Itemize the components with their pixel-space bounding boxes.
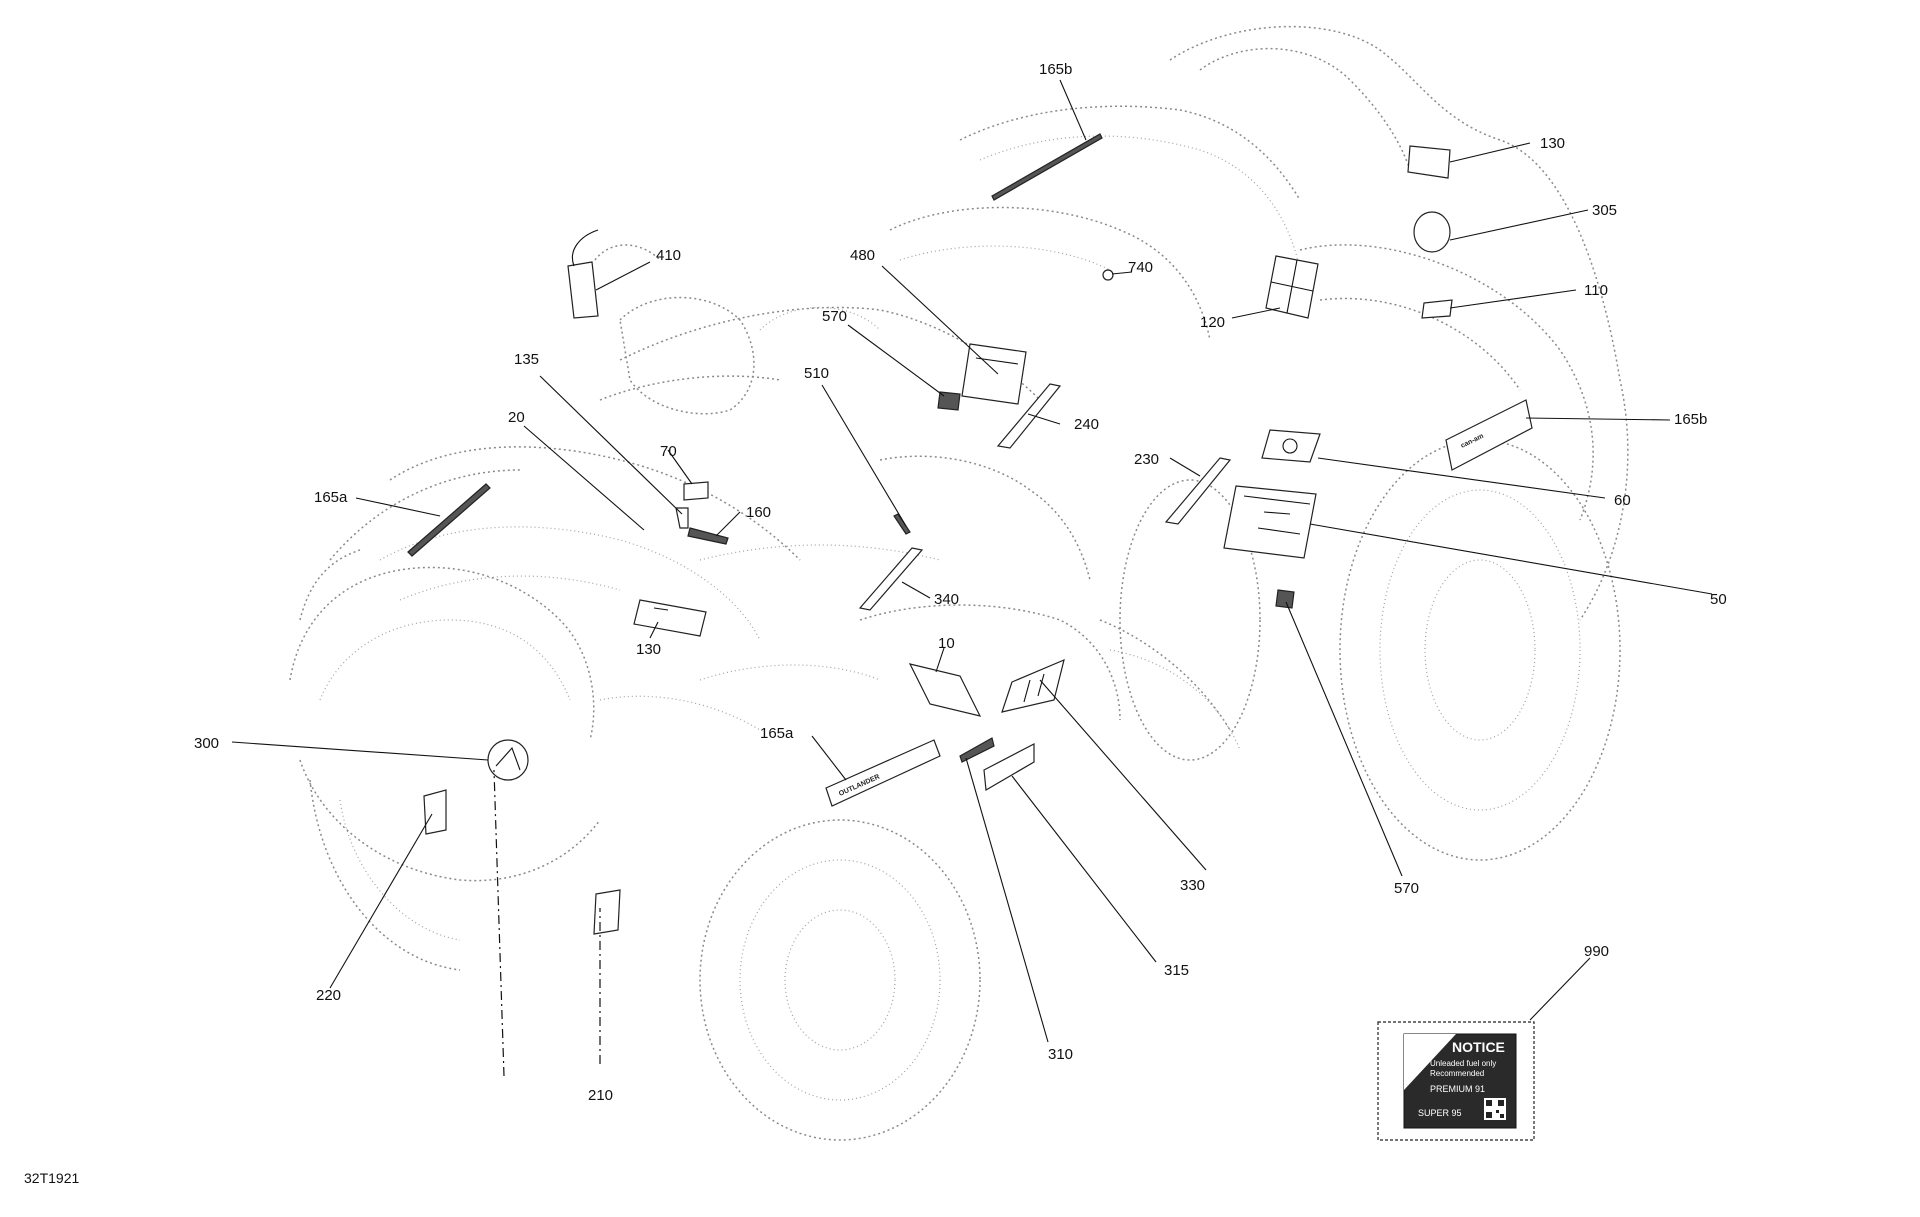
callout-300: 300 (194, 735, 219, 752)
large-label-50 (1223, 485, 1317, 559)
notice-line-2: Recommended (1430, 1069, 1484, 1078)
hang-tag-410 (567, 229, 599, 319)
callout-numbers: 165b 130 305 110 740 120 410 480 570 510… (194, 61, 1727, 1104)
callout-480: 480 (850, 247, 875, 264)
callout-50: 50 (1710, 591, 1727, 608)
leader-lines (231, 79, 1713, 1077)
strip-decal-240 (996, 383, 1062, 449)
figure-id: 32T1921 (24, 1170, 79, 1186)
callout-110: 110 (1584, 282, 1608, 299)
callout-990: 990 (1584, 943, 1609, 960)
callout-130-mid: 130 (636, 641, 661, 658)
notice-line-3: PREMIUM 91 (1430, 1084, 1485, 1094)
label-135 (675, 507, 689, 529)
callout-240: 240 (1074, 416, 1099, 433)
callout-570-right: 570 (1394, 880, 1419, 897)
callout-60: 60 (1614, 492, 1631, 509)
callout-165a-left: 165a (314, 489, 348, 506)
callout-120: 120 (1200, 314, 1225, 331)
notice-heading: NOTICE (1452, 1039, 1505, 1055)
callout-410: 410 (656, 247, 681, 264)
callout-340: 340 (934, 591, 959, 608)
callout-160: 160 (746, 504, 771, 521)
label-110 (1421, 299, 1453, 319)
callout-20: 20 (508, 409, 525, 426)
stripe-decal-165a-left (407, 483, 491, 557)
callout-165a-mid: 165a (760, 725, 794, 742)
notice-line-4: SUPER 95 (1418, 1108, 1462, 1118)
callout-570-left: 570 (822, 308, 847, 325)
notice-line-1: Unleaded fuel only (1430, 1059, 1496, 1068)
qr-code-icon (1484, 1098, 1506, 1120)
stripe-decal-165b-top (991, 133, 1103, 201)
callout-210: 210 (588, 1087, 613, 1104)
label-70 (683, 481, 709, 501)
callout-510: 510 (804, 365, 829, 382)
label-220 (423, 789, 447, 835)
decal-740 (1102, 269, 1114, 281)
grid-label-120 (1265, 255, 1319, 319)
strip-decal-230 (1164, 457, 1232, 525)
callout-315: 315 (1164, 962, 1189, 979)
icon-label-60 (1261, 429, 1321, 463)
strip-decal-510 (893, 513, 911, 535)
oval-decal-305 (1413, 211, 1451, 253)
atv-outline (289, 25, 1629, 1141)
brand-logo-decal: can-am (1445, 399, 1533, 471)
decal-310 (959, 737, 995, 763)
callout-165b-top: 165b (1039, 61, 1072, 78)
decals: can-am (407, 133, 1533, 935)
callout-305: 305 (1592, 202, 1617, 219)
callout-230: 230 (1134, 451, 1159, 468)
label-210 (593, 889, 621, 935)
strip-decal-340 (858, 547, 924, 611)
callout-310: 310 (1048, 1046, 1073, 1063)
round-emblem-300 (487, 739, 529, 781)
label-10 (908, 663, 982, 717)
callout-70: 70 (660, 443, 677, 460)
decal-570-left (937, 391, 961, 411)
label-130-front (633, 599, 707, 637)
label-315 (983, 743, 1035, 791)
label-330 (1001, 658, 1065, 713)
callout-165b-right: 165b (1674, 411, 1707, 428)
fuel-notice-label: NOTICE Unleaded fuel only Recommended PR… (1377, 1021, 1535, 1141)
callout-740: 740 (1128, 259, 1153, 276)
callout-220: 220 (316, 987, 341, 1004)
callout-330: 330 (1180, 877, 1205, 894)
label-480 (961, 343, 1027, 405)
callout-10: 10 (938, 635, 955, 652)
model-logo-decal: OUTLANDER (825, 739, 941, 807)
strip-decal-160 (687, 527, 729, 545)
callout-130-top: 130 (1540, 135, 1565, 152)
decal-570-right (1275, 589, 1295, 609)
label-130-rear (1407, 145, 1451, 179)
callout-135: 135 (514, 351, 539, 368)
